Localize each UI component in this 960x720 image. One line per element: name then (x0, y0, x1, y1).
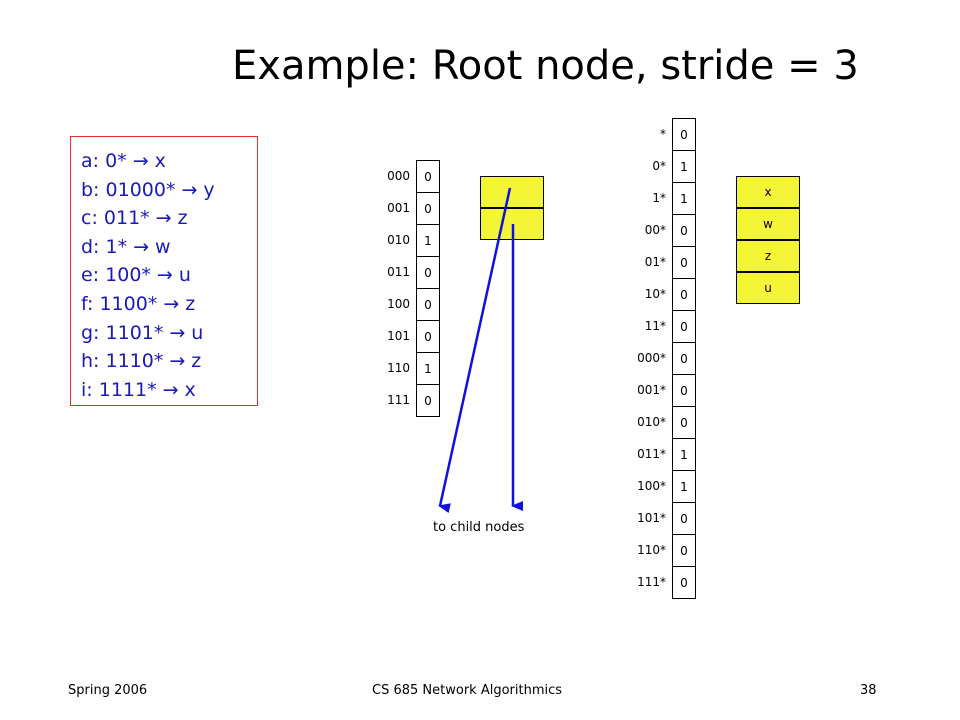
bitmap-bit-cell: 1 (672, 150, 696, 183)
bitmap-label: 011* (637, 447, 666, 461)
bitmap-label: 101 (387, 329, 410, 343)
bitmap-label: 010 (387, 233, 410, 247)
bitmap-label: 010* (637, 415, 666, 429)
bitmap-bit-cell: 0 (672, 502, 696, 535)
bitmap-bit-cell: 1 (672, 182, 696, 215)
bitmap-bit-cell: 0 (672, 374, 696, 407)
rule-row: a: 0*→x (81, 147, 257, 176)
right-arrow-icon: → (162, 378, 179, 401)
bitmap-bit-cell: 0 (416, 384, 440, 417)
bitmap-bit-cell: 1 (672, 438, 696, 471)
bitmap-label: 01* (644, 255, 666, 269)
footer-page-number: 38 (860, 683, 877, 698)
slide-title: Example: Root node, stride = 3 (232, 43, 859, 89)
bitmap-bit-cell: 0 (672, 214, 696, 247)
right-arrow-icon: → (156, 264, 173, 287)
bitmap-bit-cell: 0 (672, 406, 696, 439)
right-arrow-icon: → (163, 292, 180, 315)
bitmap-bit-cell: 0 (672, 310, 696, 343)
bitmap-label: 1* (652, 191, 666, 205)
rule-row: g: 1101*→u (81, 319, 257, 348)
bitmap-label: * (660, 127, 666, 141)
bitmap-bit-cell: 0 (416, 256, 440, 289)
right-arrow-icon: → (169, 350, 186, 373)
bitmap-label: 00* (644, 223, 666, 237)
bitmap-label: 111 (387, 393, 410, 407)
bitmap-bit-cell: 0 (672, 342, 696, 375)
rule-row: c: 011*→z (81, 204, 257, 233)
bitmap-label: 001 (387, 201, 410, 215)
bitmap-label: 100 (387, 297, 410, 311)
right-arrow-icon: → (169, 321, 186, 344)
bitmap-label: 000 (387, 169, 410, 183)
bitmap-bit-cell: 1 (416, 224, 440, 257)
bitmap-label: 111* (637, 575, 666, 589)
rule-row: b: 01000*→y (81, 176, 257, 205)
bitmap-label: 11* (644, 319, 666, 333)
footer-date: Spring 2006 (68, 683, 148, 698)
rule-row: i: 1111*→x (81, 376, 257, 405)
rule-row: f: 1100*→z (81, 290, 257, 319)
bitmap-bit-cell: 0 (672, 566, 696, 599)
bitmap-label: 011 (387, 265, 410, 279)
bitmap-label: 100* (637, 479, 666, 493)
right-arrow-icon: → (181, 178, 198, 201)
rule-row: e: 100*→u (81, 261, 257, 290)
right-arrow-icon: → (133, 235, 150, 258)
bitmap-label: 101* (637, 511, 666, 525)
prefix-rules-box: a: 0*→x b: 01000*→y c: 011*→z d: 1*→w e:… (70, 136, 258, 406)
pointer-arrow (438, 187, 512, 514)
bitmap-bit-cell: 0 (672, 118, 696, 151)
bitmap-label: 0* (652, 159, 666, 173)
bitmap-label: 110 (387, 361, 410, 375)
next-hop-cell: u (736, 272, 800, 304)
bitmap-bit-cell: 0 (416, 192, 440, 225)
right-arrow-icon: → (155, 207, 172, 230)
rule-row: h: 1110*→z (81, 347, 257, 376)
rule-row: d: 1*→w (81, 233, 257, 262)
next-hop-cell: z (736, 240, 800, 272)
bitmap-label: 000* (637, 351, 666, 365)
bitmap-bit-cell: 1 (672, 470, 696, 503)
next-hop-cell: x (736, 176, 800, 208)
child-pointer-cell (480, 176, 544, 208)
bitmap-label: 001* (637, 383, 666, 397)
bitmap-label: 10* (644, 287, 666, 301)
bitmap-bit-cell: 1 (416, 352, 440, 385)
right-arrow-icon: → (132, 150, 149, 172)
bitmap-bit-cell: 0 (672, 246, 696, 279)
bitmap-bit-cell: 0 (672, 278, 696, 311)
bitmap-bit-cell: 0 (416, 288, 440, 321)
child-nodes-caption: to child nodes (433, 520, 525, 535)
bitmap-label: 110* (637, 543, 666, 557)
next-hop-cell: w (736, 208, 800, 240)
footer-course: CS 685 Network Algorithmics (372, 683, 563, 698)
bitmap-bit-cell: 0 (672, 534, 696, 567)
